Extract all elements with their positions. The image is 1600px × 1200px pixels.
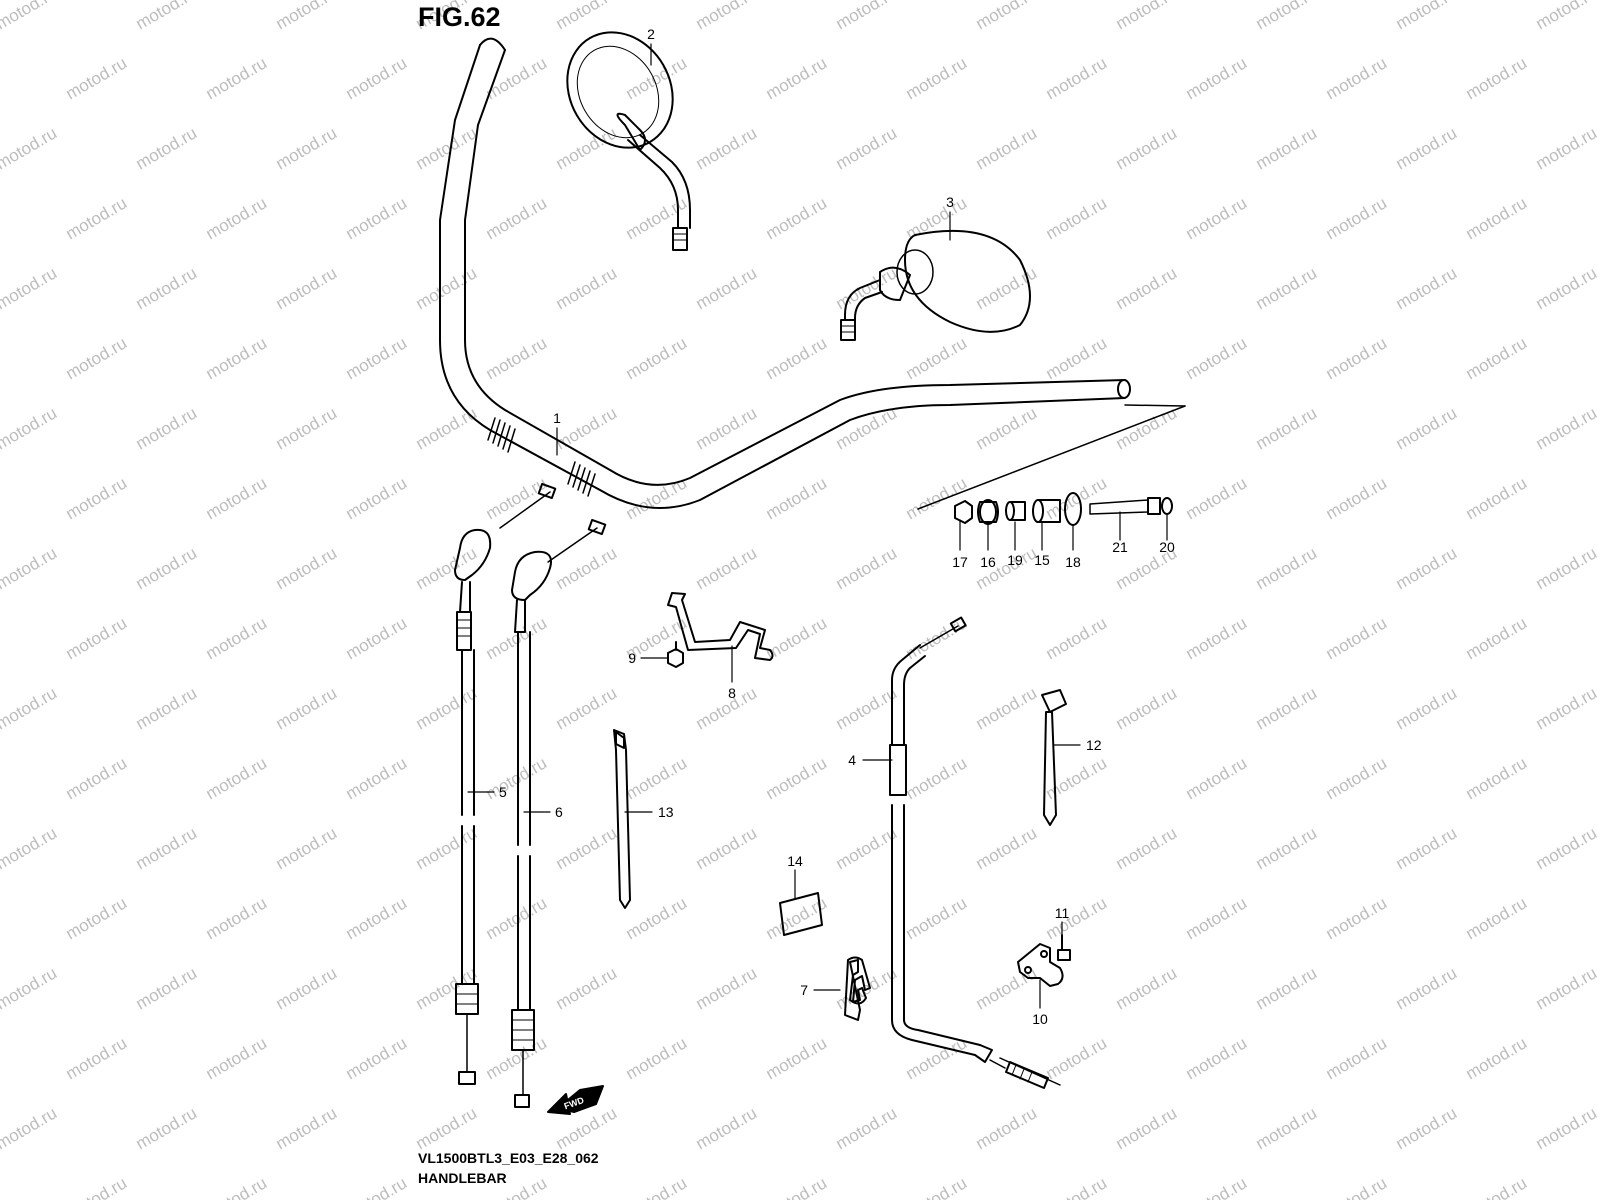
callout-number: 12 (1086, 737, 1102, 753)
callout-number: 4 (848, 752, 856, 768)
callout-number: 3 (946, 194, 954, 210)
callout-number: 2 (647, 26, 655, 42)
callout-number: 1 (553, 410, 561, 426)
callout-number: 10 (1032, 1011, 1048, 1027)
callout-number: 9 (628, 650, 636, 666)
bolt-9 (667, 641, 684, 668)
figure-code: VL1500BTL3_E03_E28_062 (418, 1150, 599, 1166)
figure-name: HANDLEBAR (418, 1170, 507, 1186)
callout-leaders (467, 43, 1168, 1009)
mirror-right (840, 229, 1031, 341)
handlebar-part (439, 37, 1186, 510)
callout-number: 21 (1112, 539, 1128, 555)
handlebar-balancer-assembly (954, 492, 1173, 526)
cable-tie-12 (1041, 689, 1067, 826)
callout-numbers: 1 2 3 4 5 6 7 8 9 10 11 12 13 14 15 16 1… (499, 26, 1175, 1027)
clutch-cable-4 (889, 616, 1061, 1089)
mirror-left (566, 31, 691, 251)
callout-number: 5 (499, 784, 507, 800)
callout-number: 17 (952, 554, 968, 570)
throttle-cable-5 (454, 482, 557, 1085)
clamp-7 (844, 956, 871, 1021)
throttle-cable-6 (511, 518, 607, 1108)
cable-guide-8 (667, 592, 774, 661)
callout-number: 15 (1034, 552, 1050, 568)
callout-number: 16 (980, 554, 996, 570)
callout-number: 18 (1065, 554, 1081, 570)
callout-number: 8 (728, 685, 736, 701)
forward-arrow-icon (547, 1085, 604, 1115)
figure-title: FIG.62 (418, 2, 501, 32)
label-14 (779, 892, 823, 936)
callout-number: 19 (1007, 552, 1023, 568)
callout-number: 7 (800, 982, 808, 998)
callout-number: 20 (1159, 539, 1175, 555)
callout-number: 6 (555, 804, 563, 820)
callout-number: 14 (787, 853, 803, 869)
callout-number: 13 (658, 804, 674, 820)
cable-tie-13 (613, 729, 631, 909)
callout-number: 11 (1055, 905, 1070, 921)
bracket-10 (1017, 943, 1064, 987)
bolt-11 (1057, 934, 1071, 961)
